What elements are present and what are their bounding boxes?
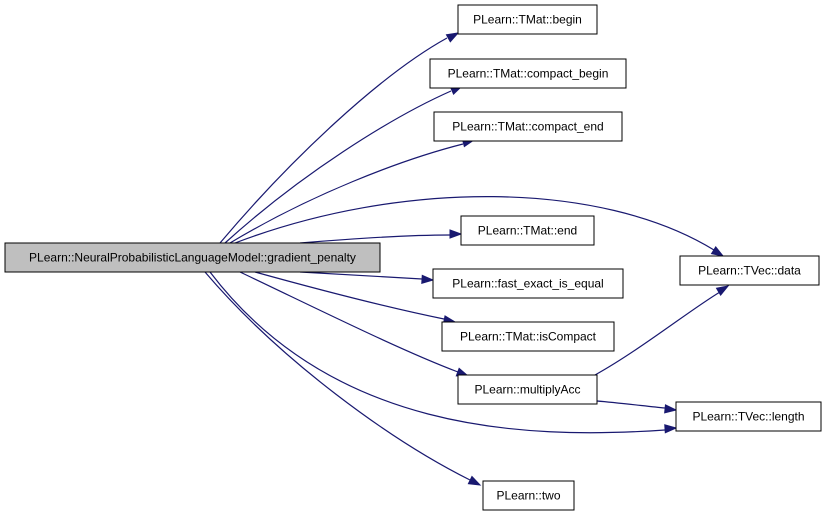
arrowhead-icon — [421, 274, 435, 284]
arrowhead-icon — [467, 475, 482, 486]
node-box — [4, 242, 381, 273]
edge-root-to-tvec-data — [234, 196, 725, 257]
edge-root-to-tmat-compact-begin — [224, 85, 464, 244]
arrowhead-icon — [664, 404, 678, 414]
node-tmat-compact-begin[interactable]: PLearn::TMat::compact_begin — [429, 58, 627, 89]
arrowhead-icon — [715, 285, 730, 296]
node-label: PLearn::two — [496, 489, 560, 503]
node-tmat-compact-end[interactable]: PLearn::TMat::compact_end — [433, 111, 623, 142]
node-label: PLearn::TMat::compact_begin — [448, 67, 609, 81]
edge-root-to-two — [204, 271, 482, 486]
edge-line — [209, 271, 666, 434]
arrowhead-icon — [449, 229, 463, 239]
arrowhead-icon — [445, 32, 460, 43]
node-box — [457, 4, 598, 35]
node-label: PLearn::TVec::data — [698, 264, 801, 278]
node-tvec-data[interactable]: PLearn::TVec::data — [679, 255, 820, 286]
node-label: PLearn::TMat::compact_end — [452, 120, 603, 134]
edge-line — [596, 400, 666, 409]
node-label: PLearn::TVec::length — [692, 410, 804, 424]
node-tvec-length[interactable]: PLearn::TVec::length — [675, 401, 822, 432]
node-box — [457, 374, 598, 405]
nodes-layer: PLearn::NeuralProbabilisticLanguageModel… — [4, 4, 822, 511]
edge-line — [219, 37, 448, 244]
node-box — [429, 58, 627, 89]
edge-root-to-tmat-begin — [219, 32, 460, 244]
node-label: PLearn::TMat::begin — [473, 13, 582, 27]
edge-line — [594, 291, 721, 376]
node-label: PLearn::multiplyAcc — [474, 383, 580, 397]
node-multiply-acc[interactable]: PLearn::multiplyAcc — [457, 374, 598, 405]
edge-multiply-acc-to-tvec-length — [596, 400, 678, 414]
edge-line — [204, 271, 471, 481]
node-two[interactable]: PLearn::two — [482, 480, 575, 511]
edge-root-to-tvec-length — [209, 271, 678, 434]
edge-line — [299, 271, 423, 280]
node-label: PLearn::TMat::isCompact — [460, 330, 597, 344]
node-box — [460, 215, 595, 246]
edge-multiply-acc-to-tvec-data — [594, 285, 730, 376]
edge-line — [239, 271, 459, 373]
arrowhead-icon — [710, 245, 725, 257]
node-tmat-is-compact[interactable]: PLearn::TMat::isCompact — [441, 321, 615, 352]
node-fast-exact-is-equal[interactable]: PLearn::fast_exact_is_equal — [432, 268, 624, 299]
edge-line — [229, 143, 464, 244]
node-label: PLearn::NeuralProbabilisticLanguageModel… — [29, 251, 356, 265]
node-box — [675, 401, 822, 432]
edge-line — [299, 234, 451, 244]
edge-line — [254, 271, 445, 320]
node-tmat-begin[interactable]: PLearn::TMat::begin — [457, 4, 598, 35]
node-box — [679, 255, 820, 286]
node-box — [432, 268, 624, 299]
edge-line — [234, 196, 715, 251]
arrowhead-icon — [664, 424, 678, 434]
node-root[interactable]: PLearn::NeuralProbabilisticLanguageModel… — [4, 242, 381, 273]
edge-line — [224, 90, 452, 244]
node-box — [441, 321, 615, 352]
edge-root-to-fast-exact-is-equal — [299, 271, 435, 284]
edge-root-to-tmat-end — [299, 229, 463, 244]
node-box — [482, 480, 575, 511]
node-tmat-end[interactable]: PLearn::TMat::end — [460, 215, 595, 246]
node-label: PLearn::fast_exact_is_equal — [452, 277, 603, 291]
node-label: PLearn::TMat::end — [478, 224, 577, 238]
node-box — [433, 111, 623, 142]
